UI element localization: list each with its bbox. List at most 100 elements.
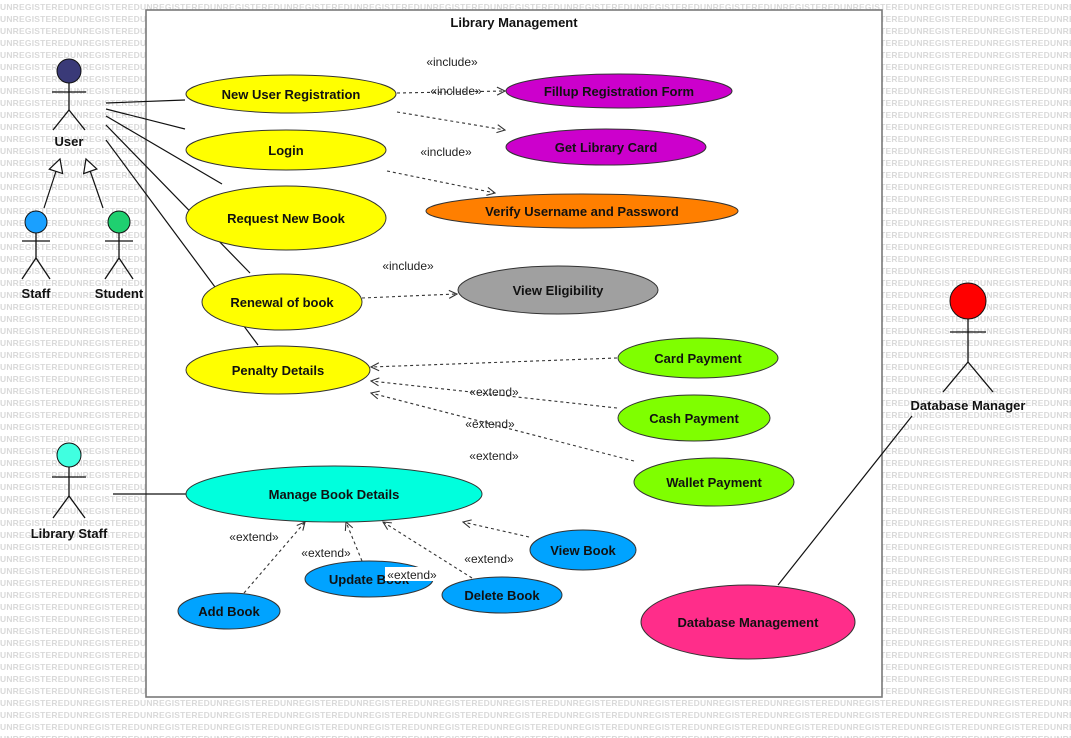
actor-left-leg — [21, 257, 37, 280]
extend-arrow-card-penalty[interactable] — [371, 357, 618, 367]
use-case-ellipse[interactable] — [505, 128, 707, 166]
extend-label: «extend» — [469, 385, 519, 399]
use-case-delete-book[interactable]: Delete Book — [441, 576, 563, 614]
use-case-ellipse[interactable] — [441, 576, 563, 614]
use-case-ellipse[interactable] — [633, 457, 795, 507]
include-arrow-renewal-eligibility[interactable] — [361, 294, 457, 298]
use-case-ellipse[interactable] — [505, 73, 733, 109]
use-case-cash-payment[interactable]: Cash Payment — [617, 394, 771, 442]
actor-left-leg — [52, 109, 70, 131]
use-case-label: Verify Username and Password — [485, 204, 679, 219]
actor-label: Staff — [22, 286, 52, 301]
generalization-student-user[interactable] — [82, 157, 104, 209]
include-label: «include» — [420, 145, 472, 159]
use-case-ellipse[interactable] — [185, 185, 387, 251]
use-case-wallet-payment[interactable]: Wallet Payment — [633, 457, 795, 507]
use-case-label: View Book — [550, 543, 616, 558]
include-label: «include» — [426, 55, 478, 69]
actor-label: Student — [95, 286, 144, 301]
assoc-user-login[interactable] — [105, 108, 186, 130]
extend-label: «extend» — [465, 417, 515, 431]
assoc-dbmanager-dbmanagement[interactable] — [777, 415, 913, 586]
use-case-label: Cash Payment — [649, 411, 739, 426]
use-case-renewal-of-book[interactable]: Renewal of book — [201, 273, 363, 331]
include-arrow-login-verify[interactable] — [386, 170, 495, 193]
use-case-ellipse[interactable] — [617, 337, 779, 379]
actor-head — [949, 282, 987, 320]
use-case-database-management[interactable]: Database Management — [640, 584, 856, 660]
use-case-label: Renewal of book — [230, 295, 334, 310]
extend-label-backdrop — [385, 567, 440, 581]
use-case-ellipse[interactable] — [185, 345, 371, 395]
actor-right-leg — [967, 361, 994, 393]
actor-user[interactable]: User — [52, 58, 86, 149]
use-case-fillup-registration-form[interactable]: Fillup Registration Form — [505, 73, 733, 109]
actor-library-staff[interactable]: Library Staff — [31, 442, 108, 541]
use-case-new-user-registration[interactable]: New User Registration — [185, 74, 397, 114]
include-arrow-registration-card[interactable] — [396, 111, 505, 130]
use-case-label: Penalty Details — [232, 363, 325, 378]
extend-label: «extend» — [469, 449, 519, 463]
actor-staff[interactable]: Staff — [21, 210, 52, 301]
use-case-label: Fillup Registration Form — [544, 84, 694, 99]
actor-database-manager[interactable]: Database Manager — [911, 282, 1026, 413]
extend-arrow-updatebook-manage[interactable] — [346, 522, 363, 562]
use-case-view-book[interactable]: View Book — [529, 529, 637, 571]
actor-head — [24, 210, 48, 234]
use-case-ellipse[interactable] — [425, 193, 739, 229]
use-case-label: Add Book — [198, 604, 260, 619]
assoc-user-request[interactable] — [105, 115, 223, 185]
actor-left-leg — [104, 257, 120, 280]
assoc-user-renewal[interactable] — [105, 124, 251, 274]
use-case-label: Login — [268, 143, 303, 158]
generalization-staff-user[interactable] — [43, 157, 64, 209]
use-case-view-eligibility[interactable]: View Eligibility — [457, 265, 659, 315]
include-label: «include» — [382, 259, 434, 273]
use-case-label: Database Management — [678, 615, 820, 630]
use-case-login[interactable]: Login — [185, 129, 387, 171]
use-case-label: New User Registration — [222, 87, 361, 102]
use-case-label: View Eligibility — [513, 283, 605, 298]
use-case-ellipse[interactable] — [177, 592, 281, 630]
use-case-label: Manage Book Details — [269, 487, 400, 502]
system-title: Library Management — [450, 15, 578, 30]
use-case-request-new-book[interactable]: Request New Book — [185, 185, 387, 251]
use-case-ellipse[interactable] — [201, 273, 363, 331]
actor-student[interactable]: Student — [95, 210, 144, 301]
actor-head — [56, 58, 82, 84]
include-arrow-registration-form[interactable] — [396, 91, 505, 93]
use-case-add-book[interactable]: Add Book — [177, 592, 281, 630]
actor-label: Database Manager — [911, 398, 1026, 413]
use-case-label: Delete Book — [464, 588, 540, 603]
use-case-card-payment[interactable]: Card Payment — [617, 337, 779, 379]
use-case-label: Wallet Payment — [666, 475, 762, 490]
extend-label: «extend» — [464, 552, 514, 566]
actor-label: User — [55, 134, 84, 149]
actor-right-leg — [68, 495, 86, 519]
use-case-manage-book-details[interactable]: Manage Book Details — [185, 465, 483, 523]
use-case-penalty-details[interactable]: Penalty Details — [185, 345, 371, 395]
use-case-ellipse[interactable] — [529, 529, 637, 571]
extend-label: «extend» — [301, 546, 351, 560]
use-case-label: Card Payment — [654, 351, 742, 366]
use-case-ellipse[interactable] — [457, 265, 659, 315]
extend-arrow-viewbook-manage[interactable] — [463, 522, 530, 538]
extend-arrow-cash-penalty[interactable] — [371, 381, 618, 409]
assoc-user-registration[interactable] — [105, 99, 186, 104]
use-case-ellipse[interactable] — [185, 465, 483, 523]
use-case-get-library-card[interactable]: Get Library Card — [505, 128, 707, 166]
use-case-ellipse[interactable] — [640, 584, 856, 660]
actor-left-leg — [52, 495, 70, 519]
actor-head — [56, 442, 82, 468]
extend-label: «extend» — [229, 530, 279, 544]
actor-right-leg — [118, 257, 134, 280]
use-case-verify-username-password[interactable]: Verify Username and Password — [425, 193, 739, 229]
extend-label: «extend» — [387, 568, 437, 582]
use-case-ellipse[interactable] — [185, 74, 397, 114]
use-case-label: Get Library Card — [555, 140, 658, 155]
extend-arrow-addbook-manage[interactable] — [243, 522, 305, 594]
actor-right-leg — [35, 257, 51, 280]
use-case-ellipse[interactable] — [185, 129, 387, 171]
include-label: «include» — [430, 84, 482, 98]
use-case-ellipse[interactable] — [617, 394, 771, 442]
